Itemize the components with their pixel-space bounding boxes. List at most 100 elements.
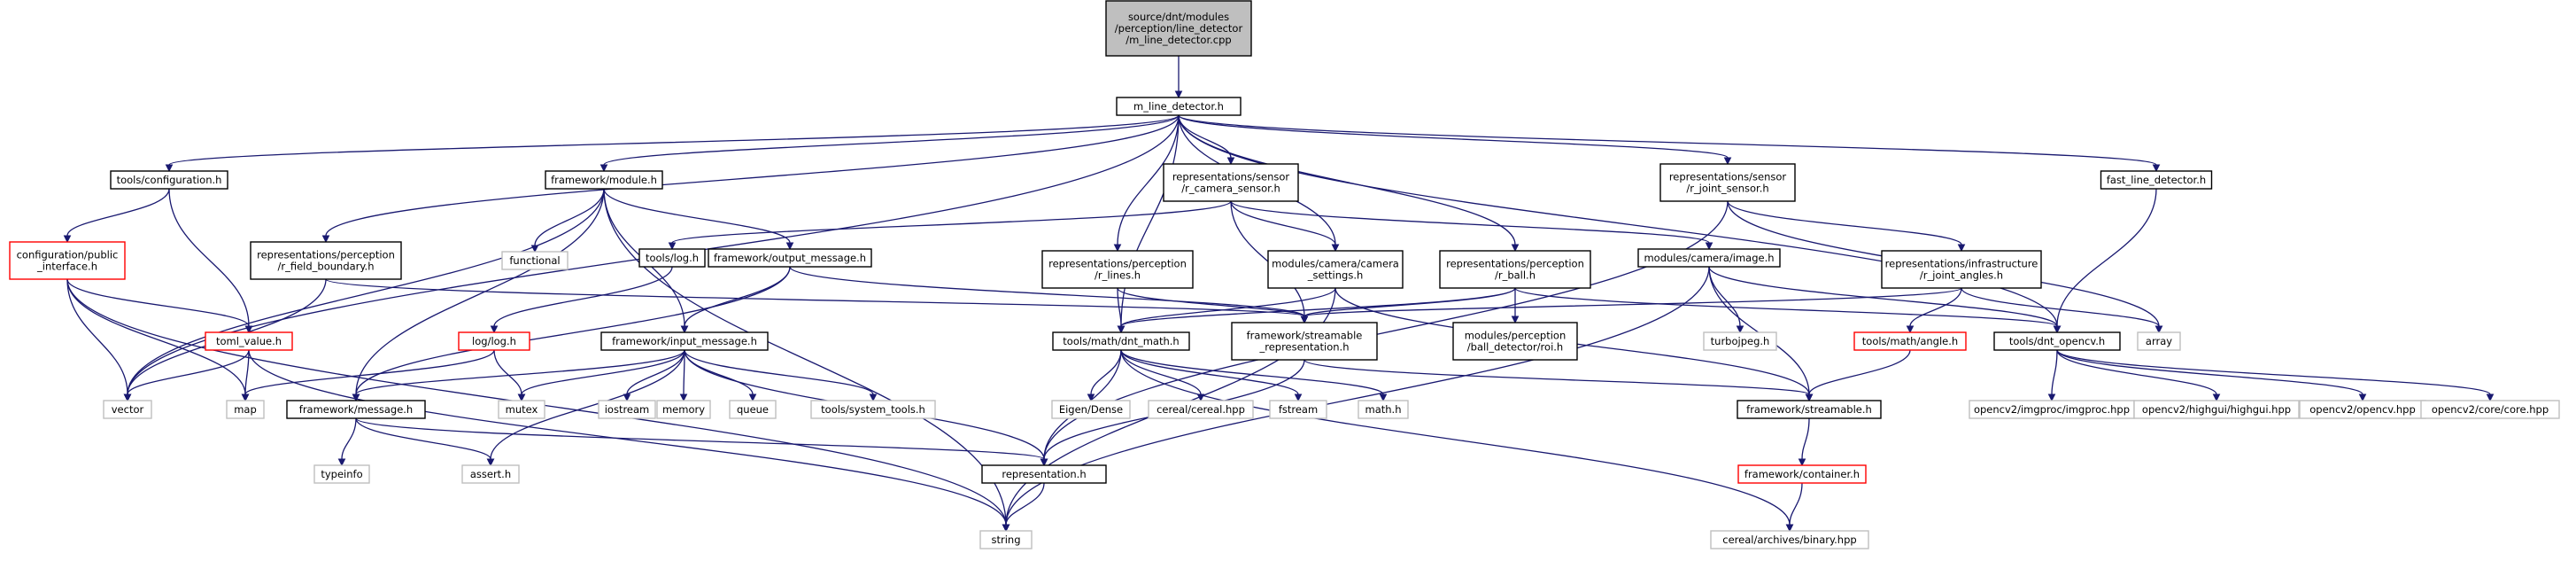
edge-fcont-to-binary: [1789, 482, 1803, 526]
node-label-mcs-0: modules/camera/camera: [1272, 258, 1399, 270]
node-box-mathh: [1358, 400, 1409, 419]
edge-mld-to-fld: [1178, 114, 2157, 166]
node-label-fcont-0: framework/container.h: [1744, 468, 1860, 480]
node-box-rcam: [1163, 163, 1299, 202]
node-label-rfb-1: /r_field_boundary.h: [277, 261, 374, 273]
node-fstream2[interactable]: framework/streamable.h: [1737, 400, 1882, 419]
node-box-rja: [1881, 250, 2042, 289]
node-fout[interactable]: framework/output_message.h: [708, 248, 872, 268]
arrowhead-rfb-to-vector: [123, 393, 132, 402]
node-label-eigen-0: Eigen/Dense: [1059, 403, 1123, 416]
edge-mld-to-rjoint: [1178, 114, 1729, 159]
node-box-mutex: [498, 400, 545, 419]
node-root: source/dnt/modules/perception/line_detec…: [1105, 0, 1252, 57]
node-label-loglog-0: log/log.h: [472, 335, 516, 347]
edge-mld-to-fmod: [603, 114, 1180, 166]
node-label-fsr-1: _representation.h: [1258, 341, 1349, 354]
node-box-ocore: [2420, 400, 2560, 419]
node-tlog[interactable]: tools/log.h: [638, 248, 706, 268]
node-fld[interactable]: fast_line_detector.h: [2100, 170, 2213, 190]
edge-mld-to-rlines: [1117, 114, 1180, 245]
edge-dmath-to-cereal: [1120, 349, 1202, 395]
edge-rball-to-fsr: [1303, 287, 1516, 317]
arrowhead-fmsg-to-repr: [1040, 458, 1048, 467]
edge-loglog-to-map: [244, 349, 495, 395]
node-box-rlines: [1041, 250, 1194, 289]
edge-rlines-to-fsr: [1117, 287, 1305, 317]
graph-nodes: source/dnt/modules/perception/line_detec…: [9, 0, 2560, 549]
node-box-array: [2137, 331, 2181, 351]
arrowhead-ocv-to-ocore: [2486, 393, 2495, 402]
node-fmod[interactable]: framework/module.h: [545, 170, 663, 190]
node-vector: vector: [103, 400, 152, 419]
node-label-imgproc-0: opencv2/imgproc/imgproc.hpp: [1974, 403, 2130, 416]
node-label-tsys-0: tools/system_tools.h: [821, 403, 925, 416]
edge-fld-to-ocv: [2056, 188, 2157, 327]
edge-conf-to-cpi: [66, 188, 170, 237]
node-rcam[interactable]: representations/sensor/r_camera_sensor.h: [1163, 163, 1299, 202]
node-fcont[interactable]: framework/container.h: [1737, 464, 1867, 484]
node-dmath[interactable]: tools/math/dnt_math.h: [1052, 331, 1190, 351]
edge-loglog-to-mutex: [493, 349, 522, 395]
node-box-conf: [110, 170, 228, 190]
node-fsr[interactable]: framework/streamable_representation.h: [1231, 322, 1378, 361]
node-label-array-0: array: [2146, 335, 2172, 347]
node-box-root: [1105, 0, 1252, 57]
arrowhead-mld-to-rfb: [321, 235, 330, 244]
node-rja[interactable]: representations/infrastructure/r_joint_a…: [1881, 250, 2042, 289]
node-label-cpi-1: _interface.h: [36, 261, 97, 273]
node-label-rball-0: representations/perception: [1446, 258, 1584, 270]
node-map: map: [226, 400, 265, 419]
arrowhead-mld-to-conf: [165, 164, 174, 173]
node-iostream: iostream: [598, 400, 656, 419]
arrowhead-cpi-to-toml: [244, 325, 253, 334]
node-roi[interactable]: modules/perception/ball_detector/roi.h: [1452, 322, 1578, 361]
arrowhead-mld-to-rjoint: [1723, 157, 1732, 166]
node-label-mimg-0: modules/camera/image.h: [1644, 252, 1774, 264]
node-rball[interactable]: representations/perception/r_ball.h: [1439, 250, 1591, 289]
node-mld[interactable]: m_line_detector.h: [1116, 97, 1242, 116]
node-label-dmath-0: tools/math/dnt_math.h: [1063, 335, 1179, 347]
edge-fout-to-fmsg: [355, 266, 791, 395]
node-conf[interactable]: tools/configuration.h: [110, 170, 228, 190]
arrowhead-fcont-to-binary: [1785, 524, 1794, 533]
edge-mld-to-rfb: [325, 114, 1180, 237]
node-label-rja-1: /r_joint_angles.h: [1920, 269, 2003, 282]
node-box-angle: [1853, 331, 1967, 351]
arrowhead-fin-to-tsys: [869, 393, 878, 402]
node-label-roi-1: /ball_detector/roi.h: [1467, 341, 1563, 354]
node-label-fsr-0: framework/streamable: [1247, 330, 1363, 342]
node-angle[interactable]: tools/math/angle.h: [1853, 331, 1967, 351]
arrowhead-loglog-to-map: [241, 393, 250, 402]
node-box-mld: [1116, 97, 1242, 116]
node-rlines[interactable]: representations/perception/r_lines.h: [1041, 250, 1194, 289]
node-fmsg[interactable]: framework/message.h: [286, 400, 426, 419]
edge-fin-to-memory: [683, 349, 685, 395]
node-ocv[interactable]: tools/dnt_opencv.h: [1993, 331, 2121, 351]
node-loglog[interactable]: log/log.h: [458, 331, 530, 351]
node-toml[interactable]: toml_value.h: [205, 331, 293, 351]
node-box-fmsg: [286, 400, 426, 419]
arrowhead-ocv-to-highgui: [2212, 393, 2221, 402]
node-rjoint[interactable]: representations/sensor/r_joint_sensor.h: [1659, 163, 1796, 202]
node-rfb[interactable]: representations/perception/r_field_bound…: [250, 241, 402, 280]
node-mcs[interactable]: modules/camera/camera_settings.h: [1267, 250, 1404, 289]
node-cpi[interactable]: configuration/public_interface.h: [9, 241, 126, 280]
arrowhead-rja-to-fsr: [1300, 316, 1309, 324]
edge-dmath-to-mathh: [1120, 349, 1384, 395]
node-mimg[interactable]: modules/camera/image.h: [1637, 248, 1781, 268]
arrowhead-rja-to-angle: [1906, 325, 1915, 334]
node-fin[interactable]: framework/input_message.h: [600, 331, 769, 351]
node-repr[interactable]: representation.h: [981, 464, 1107, 484]
node-box-typeinfo: [313, 464, 370, 484]
edge-mld-to-ocv: [1178, 114, 2058, 327]
arrowhead-dmath-to-fstream: [1294, 393, 1303, 402]
edge-angle-to-fstream2: [1808, 349, 1911, 395]
edge-rfb-to-fsr: [325, 278, 1305, 317]
arrowhead-fin-to-memory: [679, 393, 688, 402]
arrowhead-rcam-to-mimg: [1705, 242, 1713, 251]
edge-rlines-to-dmath: [1117, 287, 1122, 327]
node-label-root-2: /m_line_detector.cpp: [1126, 34, 1231, 46]
node-box-cpi: [9, 241, 126, 280]
